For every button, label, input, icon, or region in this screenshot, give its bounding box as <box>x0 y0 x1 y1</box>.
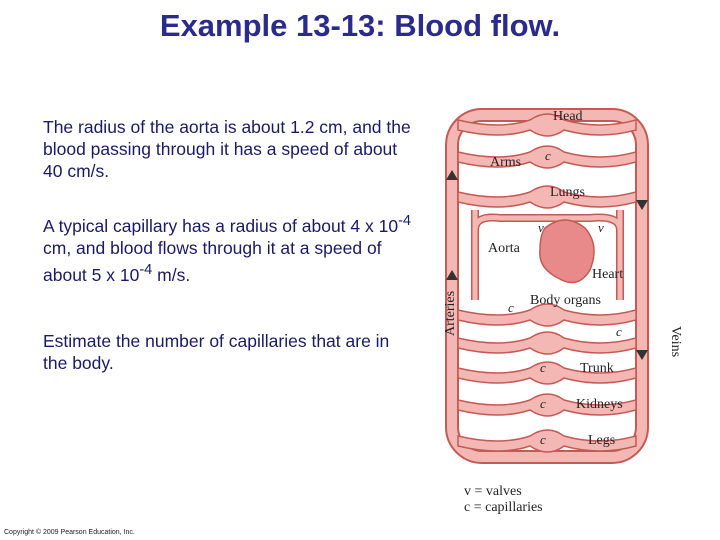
branch-arms <box>457 145 637 169</box>
capillary-paragraph: A typical capillary has a radius of abou… <box>43 210 418 286</box>
capillary-text-c: m/s. <box>152 264 191 285</box>
branch-head <box>457 113 637 137</box>
capillary-exponent-a: -4 <box>398 213 412 229</box>
mark-c-legs: c <box>540 432 546 447</box>
flow-arrows <box>446 170 648 360</box>
branch-kidneys <box>457 393 637 417</box>
label-arteries: Arteries <box>443 291 458 336</box>
heart-shape <box>539 219 595 284</box>
legend-capillaries: c = capillaries <box>464 500 543 515</box>
mark-c-organs: c <box>616 324 622 339</box>
branch-body-organs <box>457 303 637 327</box>
label-kidneys: Kidneys <box>576 397 623 412</box>
label-head: Head <box>553 109 583 124</box>
circulatory-diagram: Head Arms c Lungs v v Aorta Heart Body o… <box>443 108 683 515</box>
mark-c-body: c <box>508 300 514 315</box>
question-paragraph: Estimate the number of capillaries that … <box>43 331 390 373</box>
mark-c-arms: c <box>545 148 551 163</box>
capillary-text-b: cm, and blood flows through it at a spee… <box>43 237 382 285</box>
label-lungs: Lungs <box>550 185 585 200</box>
label-trunk: Trunk <box>580 361 614 376</box>
mark-c-trunk: c <box>540 360 546 375</box>
branch-organs-2 <box>457 331 637 355</box>
branch-legs <box>457 429 637 453</box>
legend-valves: v = valves <box>464 484 522 499</box>
capillary-branches <box>457 113 637 453</box>
branch-trunk <box>457 361 637 385</box>
copyright-notice: Copyright © 2009 Pearson Education, Inc. <box>4 529 135 536</box>
label-heart: Heart <box>592 267 623 282</box>
label-arms: Arms <box>490 155 521 170</box>
label-veins: Veins <box>668 326 683 357</box>
label-legs: Legs <box>588 433 615 448</box>
mark-c-kidneys: c <box>540 396 546 411</box>
mark-v-right: v <box>598 220 604 235</box>
slide-title: Example 13-13: Blood flow. <box>159 8 561 43</box>
mark-v-left: v <box>538 220 544 235</box>
aorta-paragraph: The radius of the aorta is about 1.2 cm,… <box>43 117 411 181</box>
label-aorta: Aorta <box>488 241 521 256</box>
capillary-exponent-b: -4 <box>139 261 153 278</box>
branch-lungs <box>457 185 637 209</box>
label-body-organs: Body organs <box>530 293 601 308</box>
capillary-text-a: A typical capillary has a radius of abou… <box>43 215 399 236</box>
